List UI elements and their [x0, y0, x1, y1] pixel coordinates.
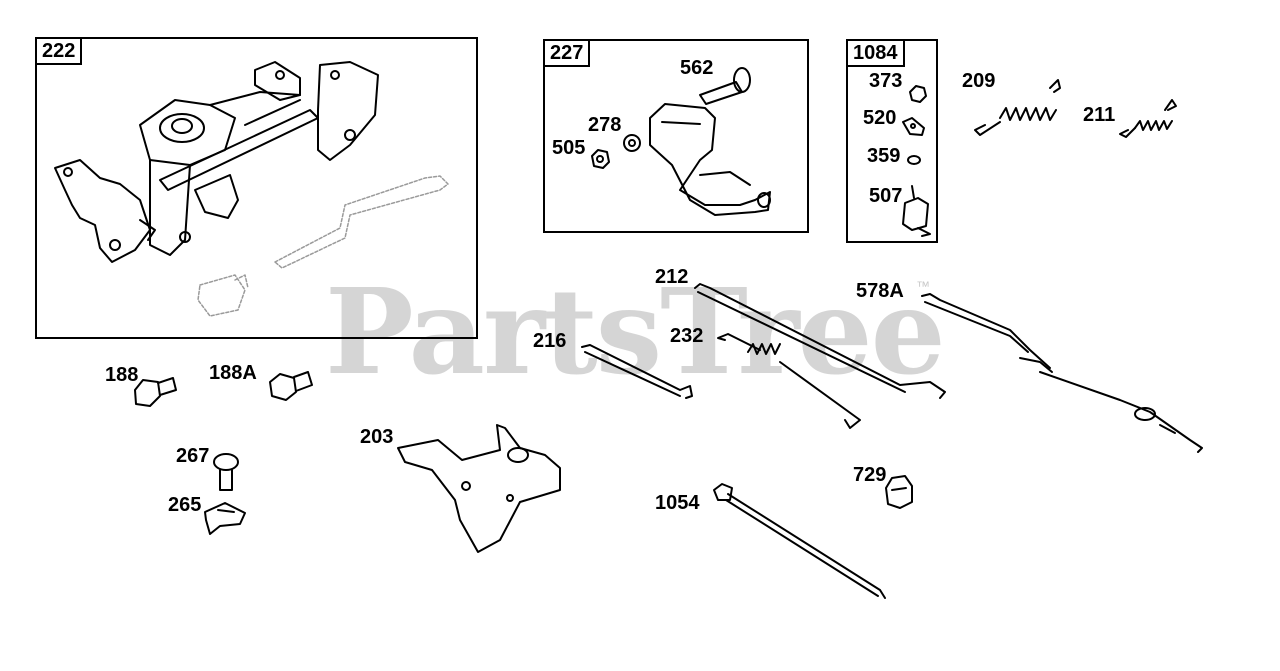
callout-216: 216 — [533, 330, 567, 352]
watermark-trademark: ™ — [916, 278, 930, 294]
callout-188: 188 — [105, 364, 139, 386]
box-222: 222 — [35, 37, 478, 339]
part-209-spring — [974, 79, 1061, 136]
part-188-bolt — [134, 377, 177, 407]
box-label-1084: 1084 — [846, 39, 905, 67]
callout-373: 373 — [869, 70, 903, 92]
box-1084: 1084 — [846, 39, 938, 243]
callout-505: 505 — [552, 137, 586, 159]
callout-1054: 1054 — [655, 492, 700, 514]
box-227: 227 — [543, 39, 809, 233]
part-373-nut — [909, 85, 927, 103]
part-729-clip — [885, 475, 913, 509]
part-227-lever — [649, 103, 771, 216]
part-212-rod — [694, 283, 946, 399]
part-520-clip — [902, 117, 925, 136]
callout-578A: 578A — [856, 280, 904, 302]
callout-520: 520 — [863, 107, 897, 129]
part-211-spring — [1119, 99, 1177, 138]
part-267-screw — [213, 453, 239, 491]
part-578A-cable — [921, 293, 1203, 453]
box-label-222: 222 — [35, 37, 83, 65]
part-1054-cable-tie — [713, 483, 886, 599]
callout-562: 562 — [680, 57, 714, 79]
part-188A-bolt — [269, 371, 313, 401]
part-265-clip — [204, 502, 246, 535]
callout-232: 232 — [670, 325, 704, 347]
part-359-washer — [907, 155, 921, 165]
watermark: PartsTree — [325, 262, 946, 401]
part-222-control-bracket — [54, 61, 379, 263]
callout-507: 507 — [869, 185, 903, 207]
callout-212: 212 — [655, 266, 689, 288]
part-562-pin — [699, 67, 751, 105]
callout-359: 359 — [867, 145, 901, 167]
callout-203: 203 — [360, 426, 394, 448]
callout-729: 729 — [853, 464, 887, 486]
part-507-switch — [902, 185, 931, 237]
part-505-nut — [591, 149, 610, 169]
callout-209: 209 — [962, 70, 996, 92]
part-203-bracket — [397, 424, 561, 553]
callout-267: 267 — [176, 445, 210, 467]
part-222-ghost-linkage — [197, 175, 449, 317]
part-278-washer — [623, 134, 641, 152]
part-232-spring-rod — [717, 333, 861, 429]
box-label-227: 227 — [543, 39, 591, 67]
callout-188A: 188A — [209, 362, 257, 384]
callout-211: 211 — [1083, 104, 1116, 126]
callout-278: 278 — [588, 114, 622, 136]
part-216-rod — [581, 344, 693, 399]
callout-265: 265 — [168, 494, 202, 516]
